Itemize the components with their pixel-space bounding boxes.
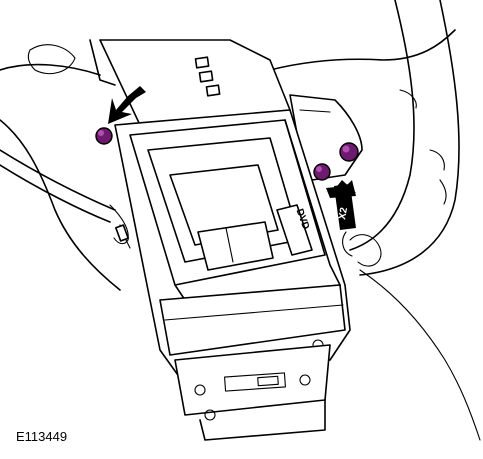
vehicle-structure-right [269, 0, 481, 441]
dvd-label: DVD [276, 204, 313, 256]
black-arrow-icon [108, 86, 146, 124]
nut-icon [339, 142, 359, 162]
dvd-unit [99, 39, 351, 441]
nut-icon [313, 163, 331, 181]
figure-reference-id: E113449 [16, 429, 68, 444]
nut-icon [95, 127, 113, 145]
quantity-label: X2 [337, 206, 350, 220]
cables [115, 224, 382, 267]
black-arrow-icon [326, 180, 356, 230]
vehicle-structure-left [0, 39, 129, 291]
